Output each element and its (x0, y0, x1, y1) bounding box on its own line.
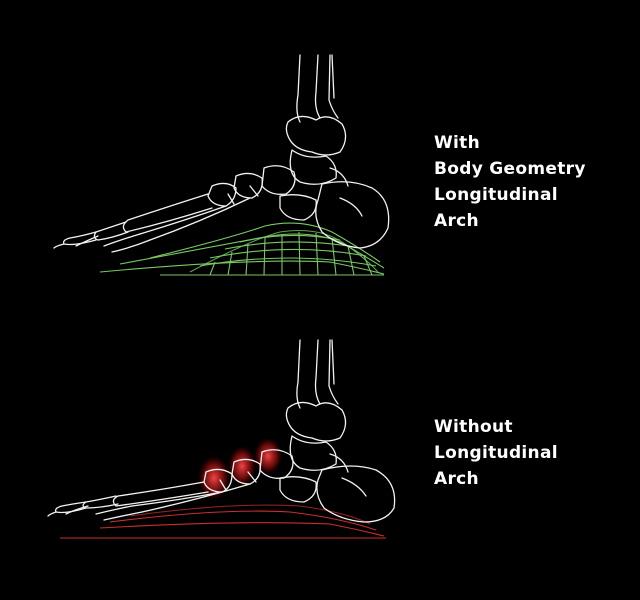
flat-insole-icon (60, 505, 386, 538)
caption-without-arch: Without Longitudinal Arch (434, 414, 558, 492)
caption-line: Longitudinal (434, 440, 558, 466)
with-arch-panel (54, 55, 389, 275)
arch-support-insole-icon (100, 223, 384, 275)
stress-highlight-icon (198, 438, 282, 500)
caption-line: Without (434, 414, 558, 440)
caption-line: Arch (434, 208, 586, 234)
without-arch-panel (48, 340, 395, 538)
caption-line: Arch (434, 466, 558, 492)
foot-skeleton-icon (54, 55, 389, 252)
caption-line: Longitudinal (434, 182, 586, 208)
caption-line: Body Geometry (434, 156, 586, 182)
caption-with-arch: With Body Geometry Longitudinal Arch (434, 130, 586, 234)
caption-line: With (434, 130, 586, 156)
